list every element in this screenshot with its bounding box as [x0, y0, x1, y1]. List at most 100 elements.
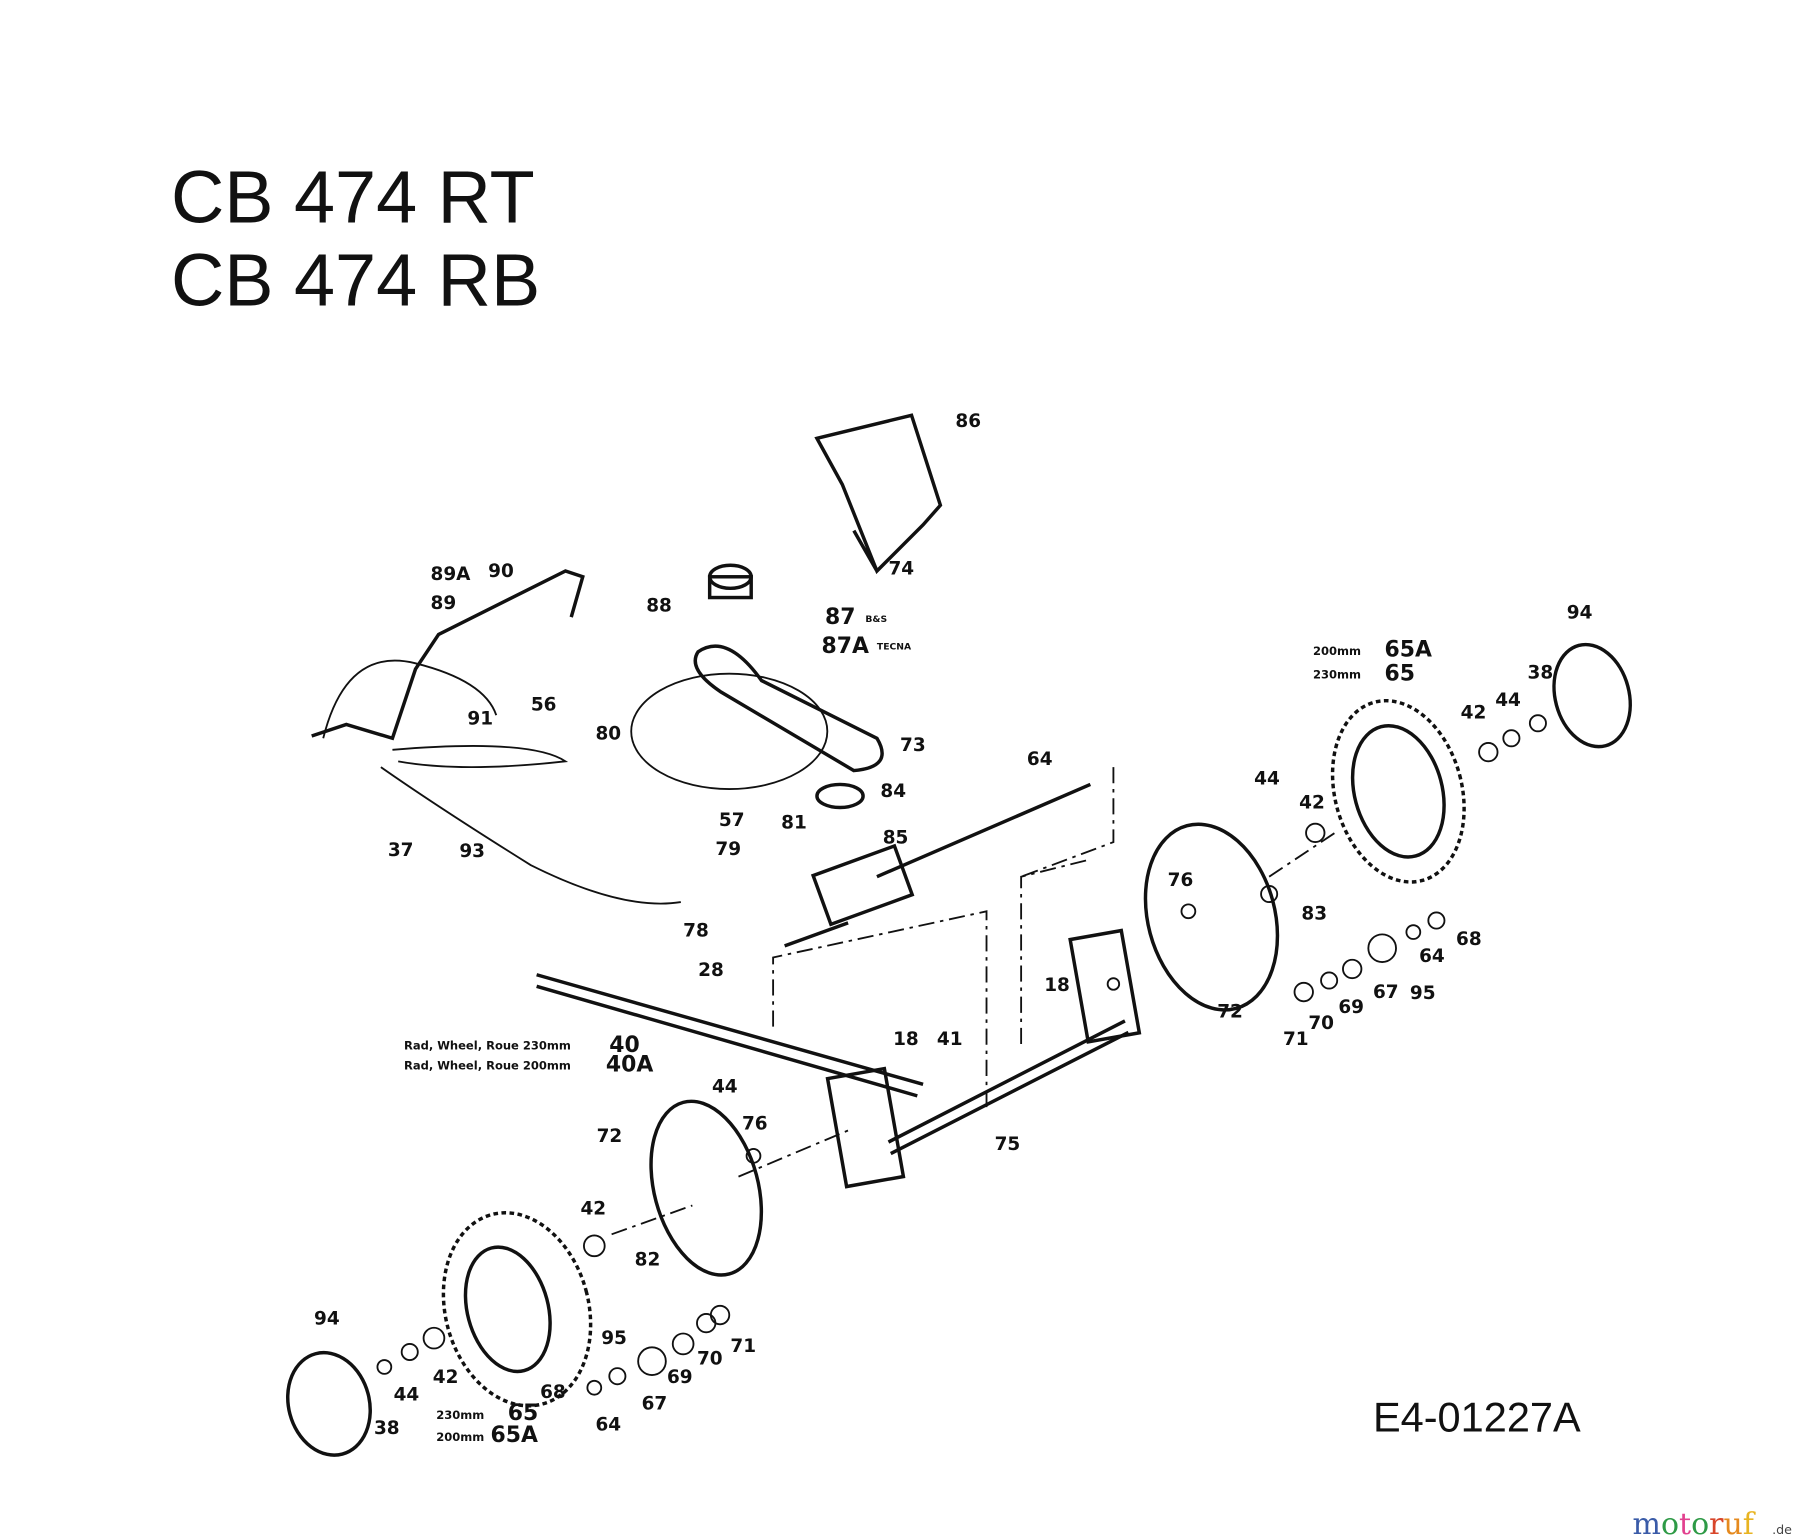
part-label-76: 76 [742, 1113, 768, 1134]
watermark-letter: o [1691, 1507, 1709, 1540]
part-label-69: 69 [1338, 997, 1364, 1018]
axle-bracket-right [1068, 928, 1142, 1044]
part-label-86: 86 [955, 411, 981, 432]
part-label-57: 57 [719, 810, 745, 831]
part-label-28: 28 [698, 960, 724, 981]
part-label-89: 89 [431, 593, 457, 614]
part-label-84: 84 [880, 781, 906, 802]
belt-cover [814, 413, 943, 575]
model-title-2: CB 474 RB [171, 239, 540, 322]
part-label-56: 56 [531, 695, 557, 716]
wheel-cover-left [649, 1099, 764, 1277]
note-bs: B&S [865, 614, 887, 625]
drive-shaft-left [784, 921, 849, 948]
part-label-44: 44 [1495, 690, 1521, 711]
part-label-65A: 65A [1384, 637, 1431, 662]
wheel-cover-right [1143, 822, 1280, 1012]
note-tecna: TECNA [877, 641, 912, 652]
watermark-letter: u [1723, 1507, 1742, 1540]
part-label-42: 42 [433, 1367, 459, 1388]
hub-cap-right [1552, 642, 1632, 749]
gearbox [810, 843, 915, 927]
part-label-42: 42 [580, 1199, 606, 1220]
part-label-95: 95 [601, 1328, 627, 1349]
note-size-200-right: 200mm [1313, 644, 1361, 658]
watermark-text: motoruf [1633, 1507, 1756, 1540]
part-label-90: 90 [488, 561, 514, 582]
blade-disc [630, 672, 829, 790]
part-label-64: 64 [1419, 946, 1445, 967]
control-cable [322, 659, 569, 769]
part-label-41: 41 [937, 1029, 963, 1050]
model-title-1: CB 474 RT [171, 156, 535, 239]
watermark-letter: f [1743, 1507, 1756, 1540]
part-label-93: 93 [459, 841, 485, 862]
watermark-suffix: .de [1772, 1522, 1792, 1537]
part-label-78: 78 [683, 921, 709, 942]
part-label-68: 68 [540, 1382, 566, 1403]
part-label-44: 44 [712, 1076, 738, 1097]
part-label-18: 18 [893, 1029, 919, 1050]
watermark-letter: t [1679, 1507, 1691, 1540]
part-label-81: 81 [781, 812, 807, 833]
part-label-42: 42 [1299, 793, 1325, 814]
axle-rod [536, 973, 924, 1098]
part-label-76: 76 [1168, 870, 1194, 891]
part-label-74: 74 [888, 558, 914, 579]
part-label-94: 94 [1567, 602, 1593, 623]
wheel-right-hub [1350, 723, 1446, 859]
part-label-67: 67 [642, 1394, 668, 1415]
part-label-87: 87 [825, 605, 856, 630]
axle-bracket-left [825, 1066, 906, 1189]
v-belt [693, 644, 884, 773]
cable-93 [380, 766, 681, 905]
notes: Rad, Wheel, Roue 230mm Rad, Wheel, Roue … [404, 614, 1361, 1444]
drawing [286, 413, 1632, 1457]
part-label-85: 85 [883, 827, 909, 848]
part-label-95: 95 [1410, 983, 1436, 1004]
note-size-200-left: 200mm [436, 1430, 484, 1444]
part-label-82: 82 [635, 1249, 661, 1270]
note-size-230-left: 230mm [436, 1408, 484, 1422]
part-label-44: 44 [394, 1384, 420, 1405]
assembly-lines [611, 829, 1339, 1236]
part-label-88: 88 [646, 595, 672, 616]
pulley-84 [815, 782, 865, 810]
washers [376, 714, 1547, 1396]
drive-shaft [876, 782, 1092, 879]
note-wheel-230: Rad, Wheel, Roue 230mm [404, 1039, 571, 1053]
part-label-75: 75 [995, 1134, 1021, 1155]
part-label-91: 91 [467, 708, 493, 729]
part-label-40: 40 [609, 1033, 640, 1058]
watermark-letter: r [1709, 1507, 1724, 1540]
part-label-80: 80 [595, 723, 621, 744]
part-label-71: 71 [1283, 1029, 1309, 1050]
watermark-logo: motoruf .de [1633, 1507, 1793, 1540]
drawing-code: E4-01227A [1373, 1394, 1581, 1441]
part-label-40A: 40A [606, 1053, 653, 1078]
part-label-37: 37 [388, 840, 414, 861]
wheel-left-hub [463, 1245, 552, 1374]
hub-cap-left [286, 1350, 372, 1457]
part-label-38: 38 [1528, 662, 1554, 683]
part-label-72: 72 [1217, 1001, 1243, 1022]
part-label-42: 42 [1461, 703, 1487, 724]
part-label-18: 18 [1044, 975, 1070, 996]
part-label-67: 67 [1373, 982, 1399, 1003]
part-label-87A: 87A [822, 634, 869, 659]
part-label-68: 68 [1456, 929, 1482, 950]
part-label-69: 69 [667, 1367, 693, 1388]
part-label-71: 71 [730, 1336, 756, 1357]
part-label-70: 70 [697, 1349, 723, 1370]
wheel-right [1330, 698, 1466, 884]
frame-outline [772, 767, 1115, 1108]
part-label-79: 79 [715, 839, 741, 860]
part-label-83: 83 [1301, 903, 1327, 924]
note-wheel-200: Rad, Wheel, Roue 200mm [404, 1058, 571, 1072]
note-size-230-right: 230mm [1313, 667, 1361, 681]
part-label-44: 44 [1254, 768, 1280, 789]
part-label-64: 64 [595, 1414, 621, 1435]
wheel-left [441, 1211, 593, 1408]
